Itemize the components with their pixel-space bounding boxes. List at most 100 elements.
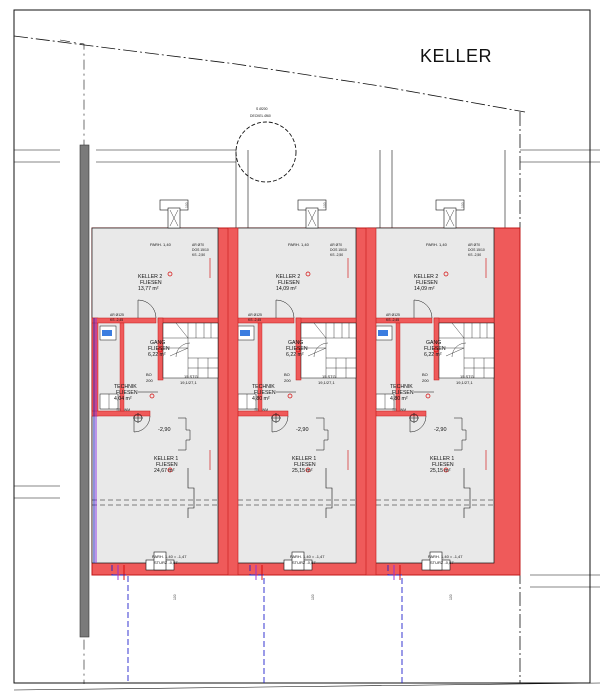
gang-area: 6,22 m² [424, 352, 442, 358]
drain-note-2: DOS 15/10 [468, 248, 485, 252]
parapet-label: PARH. 1,40 [288, 242, 310, 247]
technik-name: TECHNIK [252, 384, 275, 390]
sheet-frame [13, 9, 591, 684]
bottom-label-1: PARH. 1,40 = -1,47 [428, 554, 463, 559]
plan-line [301, 322, 356, 378]
equipment-1: TR [254, 408, 259, 412]
plan-line [91, 317, 157, 324]
plan-line [169, 209, 179, 227]
bottom-label-1: PARH. 1,40 = -1,47 [152, 554, 187, 559]
plan-line [240, 330, 250, 336]
keller1-area: 25,15 m² [430, 468, 451, 474]
plan-line [271, 413, 281, 423]
drain-note-3: KS -2,50 [468, 253, 481, 257]
unit-right [227, 199, 495, 576]
plan-line [287, 393, 293, 399]
keller2-floor: FLIESEN [278, 280, 300, 286]
plan-line [162, 322, 219, 379]
plan-line [291, 551, 305, 571]
drain-note-1: AR Ø70 [192, 243, 204, 247]
stair-note: 15 STG [322, 374, 336, 379]
plan-line [438, 322, 495, 379]
equipment-2: WM [124, 408, 130, 412]
site-note-line2: DECKEL Ø60 [250, 114, 271, 118]
gang-name: GANG [150, 340, 165, 346]
left-note-2: KS -2,45 [248, 318, 261, 322]
gang-area: 6,22 m² [286, 352, 304, 358]
unit-geometry [91, 199, 219, 571]
plan-line [395, 322, 401, 412]
left-note-2: KS -2,45 [110, 318, 123, 322]
keller1-name: KELLER 1 [430, 456, 454, 462]
gang-name: GANG [426, 340, 441, 346]
plan-line [91, 317, 99, 417]
left-note-1: AR Ø125 [386, 313, 400, 317]
keller2-area: 14,09 m² [276, 286, 297, 292]
left-note-2: KS -2,45 [386, 318, 399, 322]
plan-line [454, 417, 467, 451]
keller2-name: KELLER 2 [138, 274, 162, 280]
stair-bo-value: 200 [284, 378, 291, 383]
technik-area: 4,80 m² [252, 396, 270, 402]
neighbour-wall [79, 144, 90, 638]
drain-note-2: DOS 15/10 [330, 248, 347, 252]
plan-line [378, 330, 388, 336]
drain-note-3: KS -2,50 [192, 253, 205, 257]
gang-floor: FLIESEN [286, 346, 308, 352]
sheet-title: KELLER [420, 46, 492, 66]
sign-bottom-right: 100 [449, 594, 453, 600]
bottom-label-2: STURZ -0,87 [154, 560, 178, 565]
drain-note-1: AR Ø70 [330, 243, 342, 247]
unit-middle [229, 199, 357, 571]
plan-line [445, 209, 455, 227]
keller2-name: KELLER 2 [276, 274, 300, 280]
sign-bottom-left: 100 [173, 594, 177, 600]
plan-line [305, 467, 311, 473]
parapet-label: PARH. 1,40 [426, 242, 448, 247]
plan-line [433, 317, 495, 324]
property-boundary [13, 35, 526, 683]
equipment-2: WM [400, 408, 406, 412]
keller1-floor: FLIESEN [432, 462, 454, 468]
technik-area: 4,04 m² [114, 396, 132, 402]
stair-bo: BO [284, 372, 290, 377]
bottom-label-2: STURZ -0,87 [430, 560, 454, 565]
bottom-label-1: PARH. 1,40 = -1,47 [290, 554, 325, 559]
plan-line [229, 317, 295, 324]
sign-top-middle: 100 [323, 202, 327, 208]
keller1-name: KELLER 1 [154, 456, 178, 462]
plan-line [257, 322, 263, 412]
stair-ratio: 19,1/27,1 [456, 380, 473, 385]
stair-ratio: 19,1/27,1 [180, 380, 197, 385]
keller1-floor: FLIESEN [294, 462, 316, 468]
stair-ratio: 19,1/27,1 [318, 380, 335, 385]
level-mark: -2,90 [158, 427, 171, 433]
plan-line [433, 347, 439, 353]
sign-bottom-middle: 100 [311, 594, 315, 600]
plan-line [133, 415, 151, 433]
plan-line [300, 322, 357, 379]
plan-line [102, 330, 112, 336]
level-mark: -2,90 [434, 427, 447, 433]
equipment-2: WM [262, 408, 268, 412]
unit-left [91, 199, 219, 571]
plan-line [149, 393, 155, 399]
plan-line [167, 467, 173, 473]
unit-geometry [229, 199, 357, 571]
level-mark: -2,90 [296, 427, 309, 433]
plan-line [178, 417, 191, 451]
plan-line [157, 317, 219, 324]
sign-labels: 100 100 100 100 100 100 [173, 202, 465, 600]
keller2-area: 13,77 m² [138, 286, 159, 292]
plan-line [275, 299, 295, 319]
keller2-name: KELLER 2 [414, 274, 438, 280]
equipment-1: TR [392, 408, 397, 412]
plan-line [307, 209, 317, 227]
stair-bo: BO [422, 372, 428, 377]
plan-line [313, 342, 329, 358]
keller2-area: 14,09 m² [414, 286, 435, 292]
party-wall [227, 227, 239, 576]
plan-line [439, 322, 494, 378]
plan-line [305, 271, 311, 277]
